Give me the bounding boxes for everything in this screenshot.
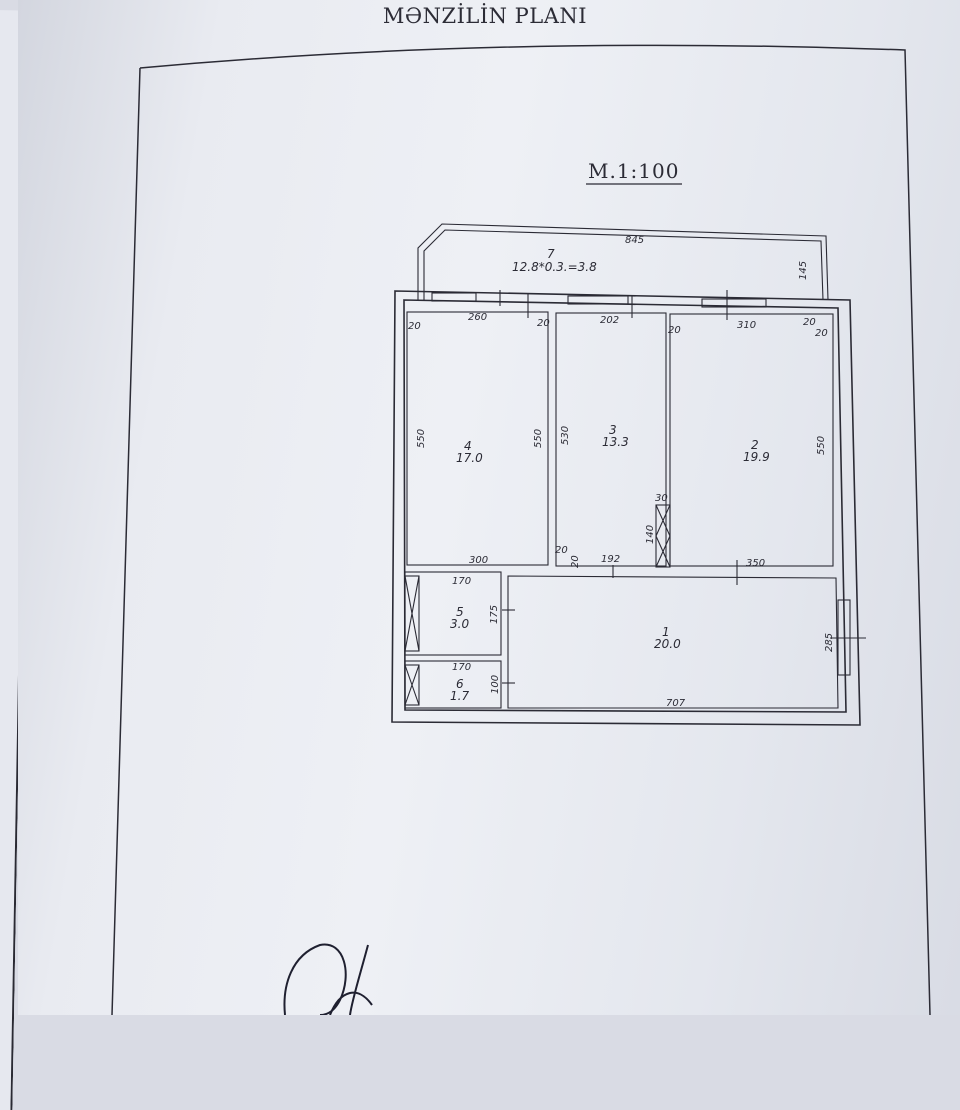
room-1-right: 285 (824, 633, 835, 652)
room-5-right: 175 (489, 605, 500, 624)
room-4-left: 550 (416, 429, 427, 448)
room-3-area: 13.3 (602, 435, 629, 449)
apartment-floor-plan: M.1:100 845 7 12.8*0.3.=3.8 145 (111, 44, 931, 1015)
document-title: MƏNZİLİN PLANI (382, 4, 588, 28)
balcony-depth: 145 (798, 261, 809, 280)
shaft-niche (655, 504, 671, 568)
room-4-area: 17.0 (456, 451, 483, 465)
outer-wall (391, 290, 861, 726)
room-5-area: 3.0 (450, 617, 469, 631)
room-3-niche-height: 140 (645, 525, 656, 544)
balcony-length: 845 (625, 235, 644, 246)
room-1-area: 20.0 (654, 637, 681, 651)
room-1-outline (507, 575, 839, 709)
room-1-bottom: 707 (666, 698, 686, 709)
room-2-right: 550 (816, 436, 827, 455)
room-6-top: 170 (452, 662, 471, 673)
shaft-cross (655, 504, 671, 568)
room-3-number: 3 (609, 423, 617, 437)
room-4-top: 260 (468, 312, 487, 323)
room-4-bottom: 300 (469, 555, 488, 566)
room-4-right: 550 (533, 429, 544, 448)
room-3-door-b: 20 (570, 555, 581, 568)
scale-label: M.1:100 (588, 159, 679, 183)
balcony-formula: 12.8*0.3.=3.8 (512, 260, 597, 274)
room-1-number: 1 (662, 625, 670, 639)
room-3-left: 530 (560, 426, 571, 445)
page-frame (111, 44, 931, 1015)
room-4-number: 4 (464, 439, 472, 453)
room-2-area: 19.9 (743, 450, 770, 464)
balcony-number: 7 (547, 247, 555, 261)
balcony (417, 223, 829, 306)
room-3-outline (555, 312, 667, 567)
room-5-top: 170 (452, 576, 471, 587)
room-4-corner-right: 20 (537, 318, 550, 329)
room-2-corner-right: 20 (803, 317, 816, 328)
room-6-right: 100 (490, 675, 501, 694)
inner-outline (403, 299, 847, 713)
room-6-area: 1.7 (450, 689, 469, 703)
room-2-number: 2 (751, 438, 759, 452)
signature (283, 943, 373, 1015)
room-4-outline (406, 311, 549, 566)
room-2-outline (669, 313, 834, 567)
room-2-bottom: 350 (746, 558, 765, 569)
room-5-number: 5 (456, 605, 464, 619)
room-3-niche-width: 30 (655, 493, 668, 504)
room-3-door-a: 20 (555, 545, 568, 556)
room-4-corner-left: 20 (408, 321, 421, 332)
room-2-corner-left: 20 (668, 325, 681, 336)
room-6-number: 6 (456, 677, 464, 691)
room-3-bottom: 192 (601, 554, 620, 565)
room-3-top: 202 (600, 315, 619, 326)
window-marks (431, 290, 767, 320)
document-sheet (18, 0, 960, 1015)
room-2-top: 310 (737, 320, 756, 331)
room-2-corner-far: 20 (815, 328, 828, 339)
